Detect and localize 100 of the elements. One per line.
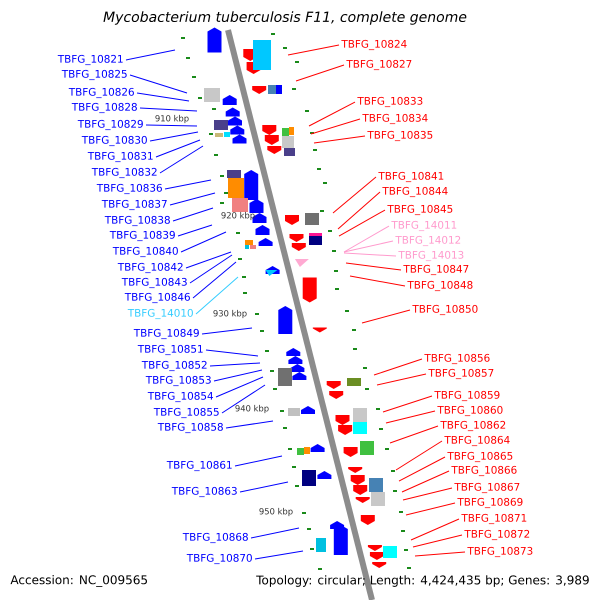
gene-label: TBFG_10834	[362, 114, 428, 124]
gene-label: TBFG_14010	[128, 308, 193, 320]
leader-line	[164, 180, 212, 190]
gene-label: TBFG_10867	[454, 482, 520, 494]
gene-label: TBFG_10832	[92, 168, 157, 178]
gene-label: TBFG_10854	[148, 392, 214, 402]
gene-label: TBFG_10855	[154, 408, 219, 418]
gene-label: TBFG_10830	[82, 136, 147, 146]
leader-line	[344, 252, 396, 256]
gene-label: TBFG_10866	[451, 466, 517, 476]
leader-line	[310, 118, 360, 134]
leader-line	[226, 420, 274, 428]
gene-label: TBFG_10831	[88, 152, 153, 162]
gene-label: TBFG_10836	[96, 184, 162, 194]
gene-label: TBFG_10826	[68, 88, 134, 98]
gene-label: TBFG_10840	[112, 246, 178, 258]
leader-line	[156, 140, 200, 158]
gene-label: TBFG_10851	[138, 344, 203, 356]
gene-label: TBFG_10864	[444, 436, 510, 446]
position-label: 910 kbp	[155, 114, 189, 124]
gene-label: TBFG_10873	[467, 546, 532, 558]
gene-label: TBFG_10825	[62, 70, 127, 80]
position-label: 950 kbp	[259, 508, 293, 516]
gene-label: TBFG_10853	[146, 376, 211, 386]
gene-label: TBFG_10841	[378, 172, 444, 182]
gene-label: TBFG_10827	[346, 60, 412, 70]
leader-line	[196, 276, 238, 314]
gene-label: TBFG_10860	[437, 406, 503, 416]
leader-line	[214, 370, 262, 382]
leader-line	[382, 396, 432, 412]
leader-line	[136, 92, 190, 102]
gene-label: TBFG_10839	[110, 230, 175, 242]
leader-line	[390, 426, 438, 444]
leader-line	[338, 210, 386, 236]
leader-line	[186, 252, 232, 268]
leader-line	[254, 550, 304, 560]
leader-line	[344, 240, 394, 252]
leader-line	[376, 374, 426, 386]
leader-line	[172, 208, 214, 222]
gene-label: TBFG_14012	[395, 236, 460, 246]
leader-line	[216, 376, 264, 398]
leader-line	[146, 124, 198, 126]
gene-label: TBFG_10848	[407, 280, 473, 292]
leader-line	[192, 262, 236, 298]
gene-label: TBFG_10838	[104, 216, 170, 226]
gene-label: TBFG_10856	[424, 354, 490, 364]
leader-line	[250, 528, 300, 538]
accession-label: Accession: NC_009565	[10, 575, 147, 587]
leader-line	[344, 226, 390, 252]
leader-line	[178, 224, 212, 236]
leader-line	[396, 440, 442, 470]
gene-label: TBFG_10870	[186, 554, 252, 564]
gene-label: TBFG_10872	[464, 530, 530, 540]
leader-line	[170, 192, 216, 206]
gene-label: TBFG_10824	[341, 40, 407, 50]
gene-label: TBFG_10846	[124, 292, 190, 304]
leader-line	[406, 502, 456, 516]
gene-label: TBFG_10849	[134, 328, 199, 340]
gene-label: TBFG_10868	[182, 532, 248, 544]
leader-line	[346, 262, 402, 270]
leader-line	[210, 362, 260, 366]
gene-label: TBFG_10863	[172, 486, 237, 498]
gene-label: TBFG_10843	[122, 278, 187, 288]
gene-label: TBFG_10833	[357, 96, 422, 108]
gene-label: TBFG_14013	[398, 250, 464, 262]
leader-line	[362, 310, 410, 324]
gene-label: TBFG_10847	[403, 264, 468, 276]
gene-label: TBFG_10859	[434, 390, 500, 402]
leader-line	[288, 44, 340, 56]
gene-label: TBFG_10835	[367, 130, 432, 142]
position-label: 930 kbp	[213, 310, 247, 318]
gene-label: TBFG_10842	[118, 262, 183, 274]
leader-line	[374, 358, 422, 376]
leader-line	[308, 102, 356, 126]
gene-label: TBFG_10852	[142, 360, 207, 372]
genome-summary: Topology: circular; Length: 4,424,435 bp; Genes: 3,989	[256, 575, 589, 587]
gene-label: TBFG_10845	[387, 204, 452, 216]
leader-line	[332, 176, 376, 214]
leader-line	[140, 108, 198, 112]
gene-label: TBFG_14011	[391, 220, 456, 232]
leader-line	[410, 518, 460, 540]
gene-label: TBFG_10869	[457, 498, 522, 508]
gene-label: TBFG_10862	[440, 420, 506, 432]
position-label: 920 kbp	[221, 212, 255, 220]
gene-label: TBFG_10861	[166, 460, 232, 472]
gene-label: TBFG_10858	[158, 422, 223, 434]
gene-label: TBFG_10828	[72, 102, 137, 114]
leader-line	[338, 192, 380, 230]
leader-line	[414, 552, 466, 556]
gene-label: TBFG_10837	[102, 200, 167, 210]
gene-label: TBFG_10821	[58, 54, 123, 66]
gene-label: TBFG_10844	[382, 186, 448, 198]
gene-label: TBFG_10857	[428, 368, 494, 380]
leader-line	[386, 410, 436, 424]
gene-label: TBFG_10865	[447, 452, 512, 462]
position-label: 940 kbp	[235, 404, 269, 414]
leader-line	[150, 132, 198, 142]
leader-line	[222, 384, 266, 414]
leader-line	[402, 470, 450, 492]
leader-line	[412, 534, 462, 548]
